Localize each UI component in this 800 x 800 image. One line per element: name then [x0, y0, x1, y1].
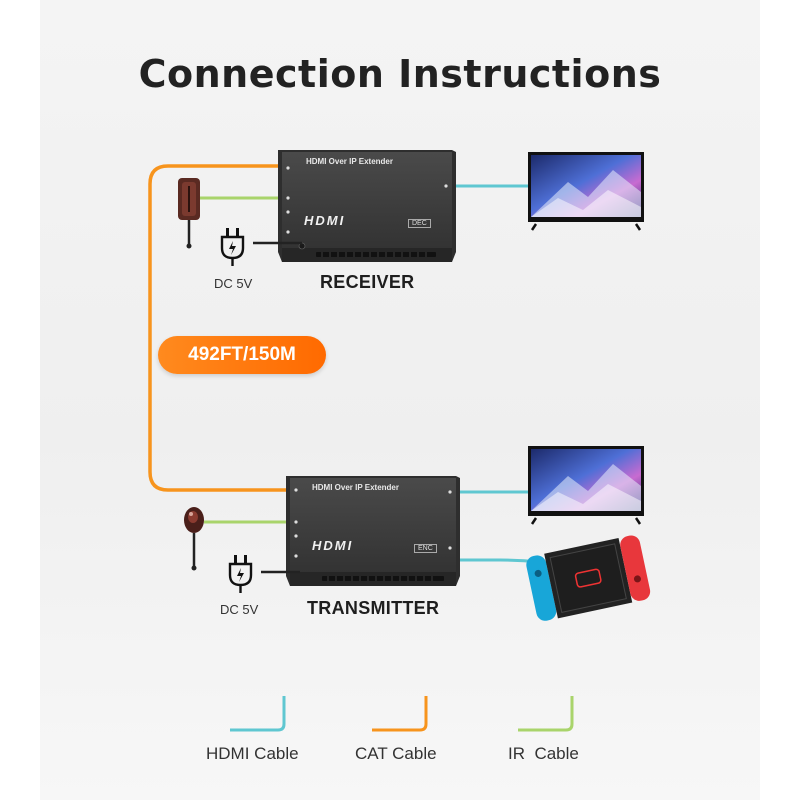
ir-receiver-icon [178, 178, 200, 249]
receiver-device [278, 150, 456, 262]
transmitter-device [286, 476, 460, 586]
game-console-icon [526, 535, 651, 621]
receiver-hdmi-logo: HDMI [304, 213, 346, 228]
transmitter-label: TRANSMITTER [307, 598, 440, 618]
power-plug-icon [220, 228, 245, 266]
legend-ir-label: IR Cable [508, 744, 579, 763]
background-panel [40, 0, 760, 800]
ir-emitter-icon [184, 507, 204, 571]
transmitter-model-label: HDMI Over IP Extender [312, 483, 399, 492]
legend-cat-sample [372, 696, 428, 732]
legend-hdmi-sample [230, 696, 286, 732]
legend-cat-label: CAT Cable [355, 744, 437, 763]
cat-cable [148, 164, 288, 492]
distance-badge: 492FT/150M [158, 336, 326, 374]
page-title: Connection Instructions [138, 52, 662, 96]
tv-icon [528, 446, 644, 525]
tv-icon [528, 152, 644, 231]
receiver-dec-badge: DEC [408, 219, 431, 228]
power-plug-icon [228, 555, 253, 593]
receiver-label: RECEIVER [320, 272, 415, 292]
legend-hdmi-label: HDMI Cable [206, 744, 299, 763]
transmitter-power-label: DC 5V [220, 602, 259, 617]
transmitter-enc-badge: ENC [414, 544, 437, 553]
receiver-model-label: HDMI Over IP Extender [306, 157, 393, 166]
transmitter-hdmi-logo: HDMI [312, 538, 354, 553]
legend-ir-sample [518, 696, 574, 732]
receiver-power-label: DC 5V [214, 276, 253, 291]
